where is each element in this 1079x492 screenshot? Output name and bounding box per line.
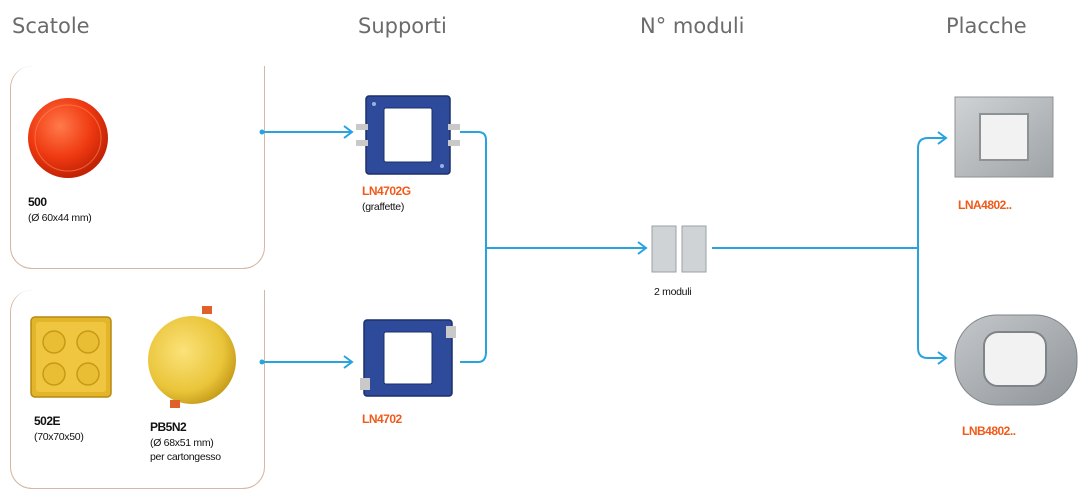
square-plate-icon (954, 96, 1054, 178)
placca-lnb4802-code: LNB4802.. (962, 424, 1016, 438)
header-moduli: N° moduli (640, 14, 745, 38)
scatola-pb5n2-dims: (Ø 68x51 mm) (150, 437, 214, 449)
scatola-500-code: 500 (28, 195, 47, 209)
header-supporti: Supporti (358, 14, 447, 38)
moduli-label: 2 moduli (654, 286, 692, 298)
supporto-ln4702g-code: LN4702G (362, 184, 411, 198)
scatole-group-bottom-frame-right (10, 290, 265, 489)
placca-lna4802-code: LNA4802.. (958, 198, 1012, 212)
square-box-icon (30, 316, 112, 398)
supporto-ln4702-code: LN4702 (362, 412, 402, 426)
header-scatole: Scatole (12, 14, 90, 38)
scatola-pb5n2-note: per cartongesso (150, 451, 221, 463)
scatola-502e-dims: (70x70x50) (34, 431, 84, 443)
scatola-500-dims: (Ø 60x44 mm) (28, 212, 92, 224)
supporto-ln4702g-note: (graffette) (362, 201, 405, 213)
scatole-group-top-frame-right (10, 66, 265, 269)
scatola-pb5n2-code: PB5N2 (150, 420, 187, 434)
round-plate-icon (954, 314, 1078, 406)
two-modules-icon (651, 225, 707, 273)
header-placche: Placche (946, 14, 1027, 38)
red-round-box-icon (28, 98, 108, 178)
support-frame-icon (360, 319, 456, 397)
support-frame-graffette-icon (356, 95, 460, 175)
scatola-502e-code: 502E (34, 414, 61, 428)
plasterboard-box-icon (148, 306, 236, 408)
